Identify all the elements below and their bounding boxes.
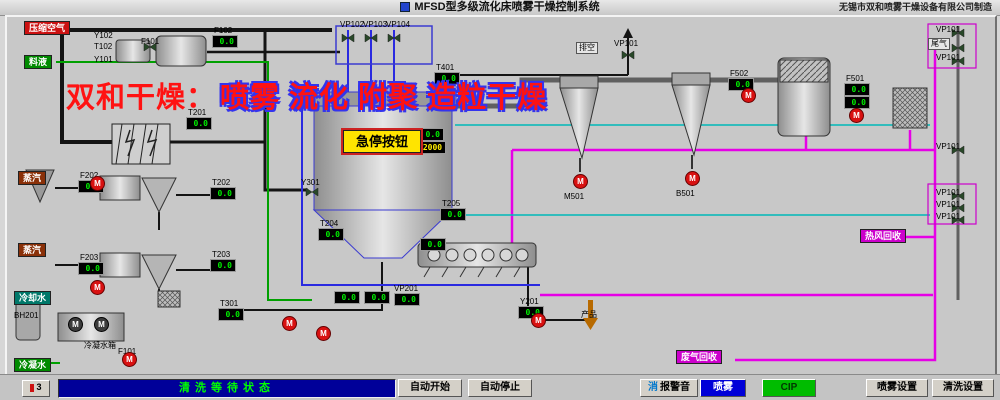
flow-label: 蒸汽 (18, 243, 47, 257)
status-bar: 3 清洗等待状态 自动开始 自动停止 消报警音 喷雾 CIP 喷雾设置 清洗设置 (0, 374, 1000, 400)
lcd-display: 0.0 (394, 293, 420, 306)
equipment-tag: T203 (212, 250, 231, 259)
equipment-tag: F202 (80, 171, 99, 180)
lcd-display: 0.0 (844, 83, 870, 96)
spray-button[interactable]: 喷雾 (700, 379, 746, 397)
equipment-tag: T102 (94, 42, 113, 51)
emergency-stop-button[interactable]: 急停按钮 (343, 130, 421, 153)
spray-settings-button[interactable]: 喷雾设置 (866, 379, 928, 397)
equipment-tag: F102 (214, 26, 233, 35)
equipment-tag: 尾气 (928, 38, 950, 50)
equipment-tag: Y301 (301, 178, 320, 187)
equipment-tag: B501 (676, 189, 695, 198)
watermark-slogan: 喷雾 流化 附聚 造粒干燥 (220, 82, 548, 114)
motor-indicator[interactable]: M (90, 176, 105, 191)
equipment-tag: VP101 (936, 142, 961, 151)
equipment-tag: T401 (436, 63, 455, 72)
equipment-tag: T301 (220, 299, 239, 308)
page-indicator-marker (30, 383, 35, 392)
flow-label: 废气回收 (676, 350, 723, 364)
equipment-tag: VP101 (936, 25, 961, 34)
motor-indicator[interactable]: M (573, 174, 588, 189)
lcd-display: 0.0 (334, 291, 360, 304)
equipment-tag: T204 (320, 219, 339, 228)
lcd-display: 0.0 (218, 308, 244, 321)
equipment-tag: F101 (118, 348, 136, 356)
page-title: MFSD型多级流化床喷雾干燥控制系统 (414, 1, 600, 13)
equipment-tag: VP201 (394, 284, 419, 293)
title-icon (400, 2, 411, 13)
equipment-tag: VP103 (363, 20, 388, 29)
equipment-tag: VP101 (936, 200, 961, 209)
equipment-tag: Y201 (520, 297, 539, 306)
motor-indicator[interactable]: M (282, 316, 297, 331)
motor-indicator[interactable]: M (68, 317, 83, 332)
motor-indicator[interactable]: M (122, 352, 137, 367)
watermark-brand: 双和干燥： (66, 82, 217, 114)
motor-indicator[interactable]: M (94, 317, 109, 332)
flow-label: 冷凝水 (14, 358, 52, 372)
flow-label: 压缩空气 (24, 21, 71, 35)
lcd-display: 0.0 (210, 259, 236, 272)
equipment-tag: VP101 (936, 188, 961, 197)
equipment-tag: F101 (141, 37, 160, 46)
flow-label: 蒸汽 (18, 171, 47, 185)
flow-label: 冷却水 (14, 291, 52, 305)
auto-stop-button[interactable]: 自动停止 (468, 379, 532, 397)
equipment-tag: T202 (212, 178, 231, 187)
lcd-display: 0.0 (440, 208, 466, 221)
status-text: 清洗等待状态 (179, 382, 275, 394)
equipment-tag: Y102 (94, 31, 113, 40)
equipment-tag: 产品 (581, 310, 597, 319)
lcd-display: 0.0 (728, 78, 754, 91)
mute-alarm-icon: 消 (648, 382, 658, 393)
equipment-tag: F502 (730, 69, 749, 78)
lcd-display: 0.0 (434, 72, 460, 85)
lcd-display: 0.0 (364, 291, 390, 304)
equipment-tag: Y101 (94, 55, 113, 64)
auto-start-button[interactable]: 自动开始 (398, 379, 462, 397)
motor-indicator[interactable]: M (849, 108, 864, 123)
mute-alarm-button[interactable]: 消报警音 (640, 379, 698, 397)
page-selector-button[interactable]: 3 (22, 380, 50, 397)
motor-indicator[interactable]: M (90, 280, 105, 295)
equipment-tag: F203 (80, 253, 99, 262)
equipment-tag: BH201 (14, 311, 39, 320)
equipment-tag: 排空 (576, 42, 598, 54)
lcd-display: 0.0 (318, 228, 344, 241)
lcd-display: 0.0 (186, 117, 212, 130)
clean-settings-button[interactable]: 清洗设置 (932, 379, 994, 397)
equipment-tag: F501 (846, 74, 865, 83)
lcd-display: 0.0 (78, 262, 104, 275)
cip-button[interactable]: CIP (762, 379, 816, 397)
equipment-tag: M501 (564, 192, 585, 201)
motor-indicator[interactable]: M (685, 171, 700, 186)
equipment-tag: VP101 (614, 39, 639, 48)
equipment-tag: T201 (188, 108, 207, 117)
motor-indicator[interactable]: M (531, 313, 546, 328)
flow-label: 热风回收 (860, 229, 907, 243)
equipment-tag: VP101 (936, 53, 961, 62)
manufacturer-label: 无锡市双和喷雾干燥设备有限公司制造 (838, 2, 992, 12)
equipment-tag: VP104 (386, 20, 411, 29)
lcd-display: 0.0 (420, 238, 446, 251)
lcd-display: 0.0 (418, 128, 444, 141)
status-display: 清洗等待状态 (58, 379, 396, 398)
flow-label: 料液 (24, 55, 53, 69)
lcd-display: 0.0 (212, 35, 238, 48)
mute-alarm-label: 报警音 (660, 382, 690, 393)
equipment-tag: VP102 (340, 20, 365, 29)
motor-indicator[interactable]: M (741, 88, 756, 103)
motor-indicator[interactable]: M (316, 326, 331, 341)
equipment-tag: T205 (442, 199, 461, 208)
lcd-display: 0.0 (210, 187, 236, 200)
watermark: 双和干燥：喷雾 流化 附聚 造粒干燥 (66, 74, 547, 116)
equipment-tag: VP101 (936, 212, 961, 221)
page-number: 3 (36, 382, 42, 392)
equipment-tag: 冷凝水箱 (84, 341, 116, 350)
